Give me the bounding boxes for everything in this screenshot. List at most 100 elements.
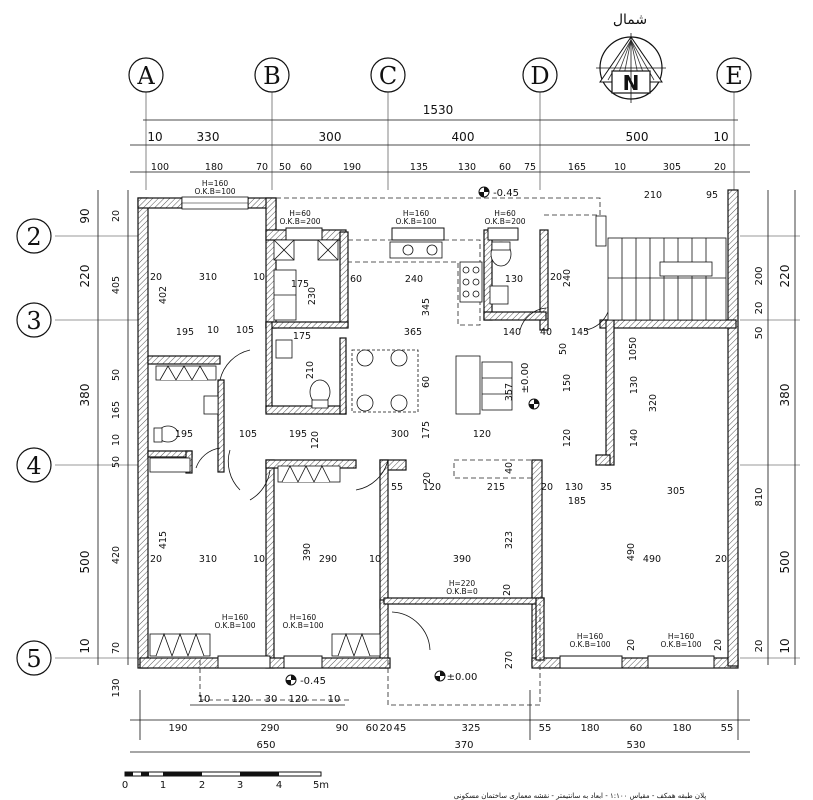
window-height-label: H=160 bbox=[290, 613, 316, 622]
dimension-label: 90 bbox=[78, 208, 92, 223]
dimension-label: 70 bbox=[111, 642, 122, 654]
dimension-label: 130 bbox=[458, 162, 476, 173]
room-dimension: 20 bbox=[150, 272, 162, 283]
room-dimension: 120 bbox=[423, 482, 441, 493]
axis-letter: A bbox=[136, 62, 155, 90]
dimension-label: 180 bbox=[580, 723, 599, 734]
dimension-label: 120 bbox=[231, 694, 250, 705]
dimension-label: 165 bbox=[111, 401, 122, 419]
dimension-label: 10 bbox=[78, 638, 92, 653]
dimension-label: 290 bbox=[260, 723, 279, 734]
window-sill-label: O.K.B=100 bbox=[282, 621, 323, 630]
room-dimension: 365 bbox=[404, 327, 422, 338]
axis-number: 2 bbox=[26, 223, 41, 251]
room-dimension: 20 bbox=[541, 482, 553, 493]
dimension-label: 300 bbox=[319, 130, 342, 144]
dimension-label: 10 bbox=[147, 130, 162, 144]
dimension-label: 60 bbox=[366, 723, 379, 734]
level-marker bbox=[434, 670, 446, 682]
axis-bubble bbox=[16, 447, 52, 483]
room-dimension: 290 bbox=[319, 554, 337, 565]
room-dimension: 20 bbox=[715, 554, 727, 565]
room-dimension: 240 bbox=[562, 269, 573, 287]
dimension-label: 20 bbox=[754, 640, 765, 653]
dimension-label: 130 bbox=[111, 678, 122, 697]
room-dimension: 50 bbox=[628, 337, 639, 349]
dimension-label: 500 bbox=[78, 551, 92, 574]
room-dimension: 305 bbox=[667, 486, 685, 497]
room-dimension: 60 bbox=[350, 274, 362, 285]
dimension-label: 405 bbox=[111, 276, 122, 294]
dimension-label: 20 bbox=[380, 723, 393, 734]
scale-bar-label: 1 bbox=[160, 780, 166, 791]
room-dimension: 300 bbox=[391, 429, 409, 440]
room-dimension: 240 bbox=[405, 274, 423, 285]
room-dimension: 120 bbox=[310, 431, 321, 449]
room-dimension: 130 bbox=[565, 482, 583, 493]
level-label: ±0.00 bbox=[520, 363, 531, 394]
scale-bar-label: 4 bbox=[276, 780, 282, 791]
window-height-label: H=160 bbox=[403, 209, 429, 218]
dimension-label: 60 bbox=[630, 723, 643, 734]
axis-number: 4 bbox=[26, 452, 41, 480]
dimension-label: 810 bbox=[754, 487, 765, 506]
room-dimension: 20 bbox=[150, 554, 162, 565]
window-sill-label: O.K.B=100 bbox=[569, 640, 610, 649]
dimension-label: 120 bbox=[288, 694, 307, 705]
dimension-label: 100 bbox=[151, 162, 169, 173]
axis-letter: B bbox=[263, 62, 281, 90]
dimension-label: 50 bbox=[111, 369, 122, 381]
window-height-label: H=160 bbox=[222, 613, 248, 622]
north-label: شمال bbox=[613, 12, 647, 28]
scale-bar-label: 0 bbox=[122, 780, 128, 791]
room-dimension: 195 bbox=[289, 429, 307, 440]
axis-letter: E bbox=[725, 62, 743, 90]
room-dimension: 215 bbox=[487, 482, 505, 493]
room-dimension: 120 bbox=[473, 429, 491, 440]
dimension-label: 60 bbox=[499, 162, 511, 173]
room-dimension: 323 bbox=[504, 531, 515, 549]
room-dimension: 390 bbox=[302, 543, 313, 561]
room-dimension: 390 bbox=[453, 554, 471, 565]
dimension-label: 45 bbox=[394, 723, 407, 734]
room-dimension: 140 bbox=[629, 429, 640, 447]
dimension-label: 55 bbox=[721, 723, 734, 734]
dimension-label: 330 bbox=[197, 130, 220, 144]
room-dimension: 35 bbox=[600, 482, 612, 493]
dimension-label: 70 bbox=[256, 162, 268, 173]
dimension-label: 325 bbox=[461, 723, 480, 734]
dimension-label: 400 bbox=[452, 130, 475, 144]
dimension-label: 55 bbox=[539, 723, 552, 734]
dimension-label: 200 bbox=[754, 266, 765, 285]
staircase bbox=[595, 215, 727, 321]
dimension-label: 305 bbox=[663, 162, 681, 173]
room-dimension: 60 bbox=[421, 376, 432, 388]
dimension-label: 20 bbox=[754, 302, 765, 315]
furniture bbox=[149, 239, 513, 658]
room-dimension: 20 bbox=[713, 639, 724, 651]
axis-number: 5 bbox=[26, 645, 41, 673]
room-dimension: 402 bbox=[158, 286, 169, 304]
dimension-label: 50 bbox=[111, 456, 122, 468]
window-height-label: H=160 bbox=[202, 179, 228, 188]
room-dimension: 10 bbox=[253, 272, 265, 283]
room-dimension: 357 bbox=[504, 383, 515, 401]
window-height-label: H=160 bbox=[577, 632, 603, 641]
room-dimension: 230 bbox=[307, 287, 318, 305]
room-dimension: 10 bbox=[628, 349, 639, 361]
dimension-label: 75 bbox=[524, 162, 536, 173]
dimension-label: 190 bbox=[343, 162, 361, 173]
scale-bar-label: 5m bbox=[313, 780, 329, 791]
room-dimension: 20 bbox=[502, 584, 513, 596]
window-height-label: H=60 bbox=[494, 209, 516, 218]
axis-letter: C bbox=[379, 62, 397, 90]
doors bbox=[195, 307, 609, 651]
room-dimension: 175 bbox=[421, 421, 432, 439]
dimension-label: 10 bbox=[328, 694, 341, 705]
room-dimension: 20 bbox=[422, 472, 433, 484]
axis-number: 3 bbox=[26, 307, 41, 335]
dimension-label: 60 bbox=[300, 162, 312, 173]
dimension-label: 420 bbox=[111, 546, 122, 564]
dimension-label: 10 bbox=[111, 434, 122, 446]
